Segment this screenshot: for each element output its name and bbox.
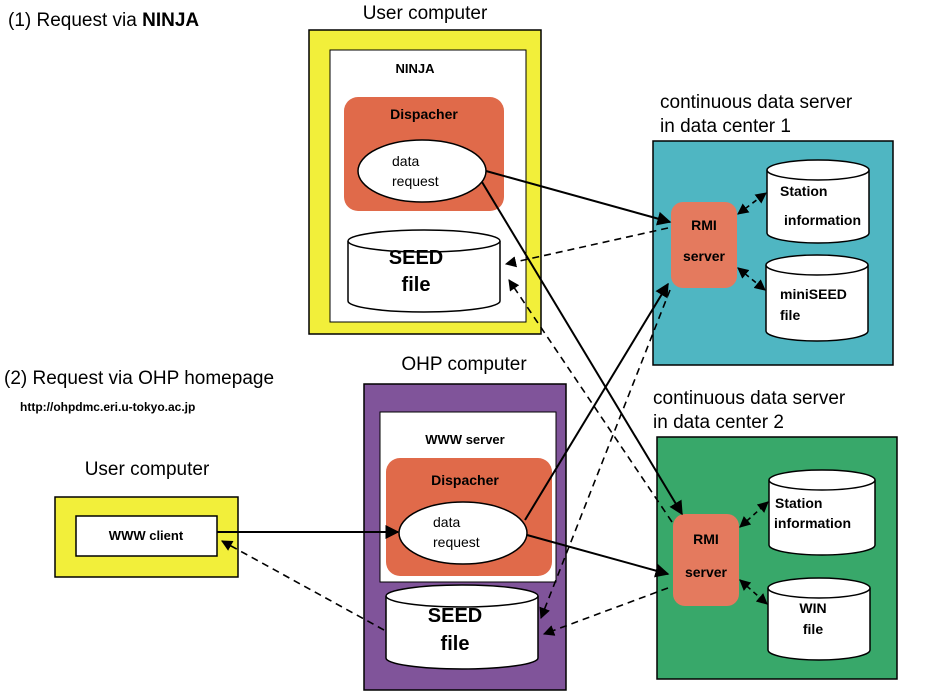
user-computer-2-label: User computer bbox=[85, 459, 210, 480]
data-request-1-line2: request bbox=[392, 173, 439, 189]
station-db-1-line2: information bbox=[784, 212, 861, 228]
station-db-1-line1: Station bbox=[780, 183, 827, 199]
user-computer-2: User computer WWW client bbox=[54, 459, 239, 578]
win-db-2-line2: file bbox=[803, 621, 823, 637]
section2-title: (2) Request via OHP homepage bbox=[4, 368, 274, 389]
data-center-2: continuous data server in data center 2 … bbox=[653, 388, 898, 680]
arrow-rmi2-to-seed2 bbox=[542, 587, 669, 636]
seed-file-2-line1: SEED bbox=[428, 605, 482, 627]
arrow-rmi2-win2 bbox=[739, 579, 768, 605]
data-center-1-label-line2: in data center 1 bbox=[660, 116, 791, 137]
arrow-request1-to-rmi2 bbox=[481, 181, 683, 516]
seed-file-2: SEED file bbox=[385, 584, 539, 670]
ohp-computer-label: OHP computer bbox=[401, 354, 527, 375]
www-client-label: WWW client bbox=[109, 528, 184, 543]
www-server-label: WWW server bbox=[425, 432, 504, 447]
data-center-1: continuous data server in data center 1 … bbox=[652, 92, 894, 366]
station-db-1: Station information bbox=[766, 159, 870, 244]
miniseed-db-1-line2: file bbox=[780, 307, 800, 323]
seed-file-1: SEED file bbox=[347, 229, 501, 313]
data-center-2-label-line2: in data center 2 bbox=[653, 412, 784, 433]
seed-file-1-line2: file bbox=[402, 274, 431, 296]
ninja-label: NINJA bbox=[395, 61, 435, 76]
user-computer-1: User computer NINJA Dispacher data reque… bbox=[308, 3, 542, 335]
rmi-server-1-line1: RMI bbox=[691, 217, 717, 233]
ohp-computer: OHP computer WWW server Dispacher data r… bbox=[363, 354, 567, 691]
station-db-2-line2: information bbox=[774, 515, 851, 531]
rmi-server-2-line2: server bbox=[685, 564, 728, 580]
station-db-2: Station information bbox=[768, 469, 876, 556]
arrow-request2-to-rmi1 bbox=[524, 282, 669, 521]
arrow-rmi1-station1 bbox=[737, 192, 767, 215]
arrow-rmi1-miniseed1 bbox=[737, 267, 766, 291]
data-center-2-label-line1: continuous data server bbox=[653, 388, 846, 409]
data-request-2[interactable] bbox=[398, 501, 528, 565]
section1-title: (1) Request via NINJA bbox=[8, 10, 199, 31]
data-center-1-label-line1: continuous data server bbox=[660, 92, 853, 113]
arrow-rmi1-to-seed1 bbox=[504, 227, 669, 268]
win-db-2: WIN file bbox=[767, 577, 871, 661]
seed-file-2-line2: file bbox=[441, 633, 470, 655]
arrow-request1-to-rmi1 bbox=[485, 170, 672, 226]
www-client[interactable] bbox=[75, 515, 218, 557]
dispatcher-1-label: Dispacher bbox=[390, 106, 458, 122]
arrow-rmi2-to-seed1 bbox=[508, 279, 673, 523]
arrow-rmi2-station2 bbox=[739, 501, 769, 528]
data-request-1-line1: data bbox=[392, 153, 419, 169]
rmi-server-2-line1: RMI bbox=[693, 531, 719, 547]
miniseed-db-1-line1: miniSEED bbox=[780, 286, 847, 302]
rmi-server-2[interactable] bbox=[673, 514, 739, 606]
rmi-server-1-line2: server bbox=[683, 248, 726, 264]
arrow-rmi1-to-seed2 bbox=[539, 289, 671, 620]
miniseed-db-1: miniSEED file bbox=[765, 254, 869, 342]
ohp-url: http://ohpdmc.eri.u-tokyo.ac.jp bbox=[20, 400, 195, 414]
data-request-2-line2: request bbox=[433, 534, 480, 550]
seed-file-1-line1: SEED bbox=[389, 247, 443, 269]
user-computer-1-label: User computer bbox=[363, 3, 488, 24]
rmi-server-1[interactable] bbox=[671, 202, 737, 288]
arrow-seed2-to-client bbox=[221, 540, 385, 631]
win-db-2-line1: WIN bbox=[799, 600, 826, 616]
data-request-2-line1: data bbox=[433, 514, 460, 530]
arrow-request2-to-rmi2 bbox=[526, 534, 670, 578]
data-request-1[interactable] bbox=[357, 139, 487, 203]
station-db-2-line1: Station bbox=[775, 495, 822, 511]
arrows bbox=[217, 170, 769, 636]
dispatcher-2-label: Dispacher bbox=[431, 472, 499, 488]
